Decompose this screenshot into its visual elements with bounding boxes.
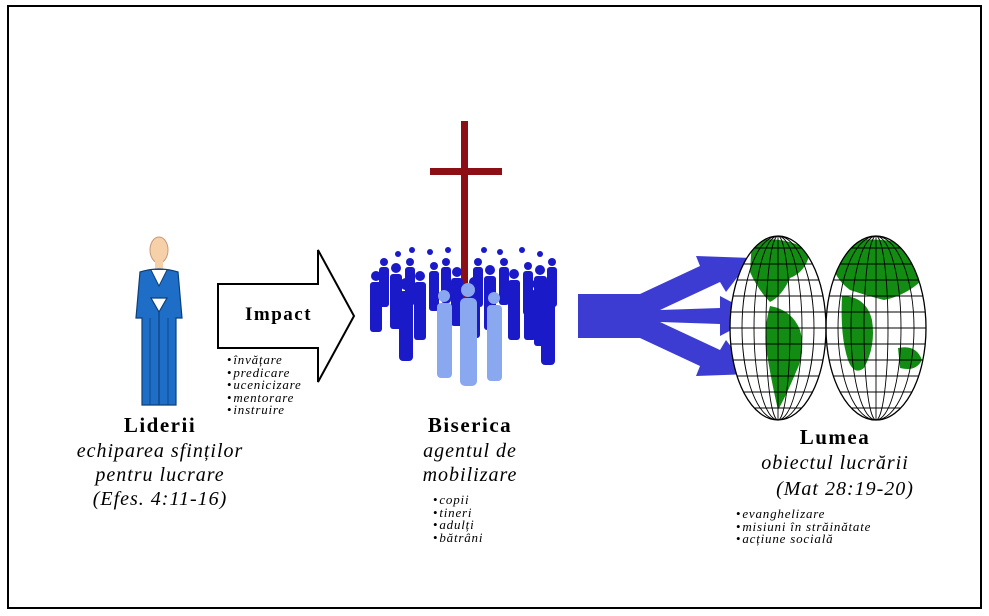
church-bullet-list: copii tineri adulți bătrâni <box>433 493 483 545</box>
leaders-bullet: învățare <box>227 353 302 367</box>
church-bullet: tineri <box>433 506 483 520</box>
church-subtitle-line1: agentul de <box>423 440 517 462</box>
impact-label: Impact <box>245 304 313 325</box>
world-bullet: evanghelizare <box>736 507 871 521</box>
leaders-bullet: predicare <box>227 366 302 380</box>
leaders-subtitle-line2: pentru lucrare <box>95 464 225 486</box>
church-bullet: adulți <box>433 518 483 532</box>
world-bullet: misiuni în străinătate <box>736 520 871 534</box>
church-subtitle-line2: mobilizare <box>422 464 518 486</box>
leaders-subtitle-line1: echiparea sfinților <box>76 440 244 462</box>
church-bullet: copii <box>433 493 483 507</box>
church-title: Biserica <box>427 413 513 437</box>
leaders-bullet: instruire <box>227 403 302 417</box>
world-bullet: acțiune socială <box>736 532 871 546</box>
leaders-bullet: ucenicizare <box>227 378 302 392</box>
leader-figure-icon <box>135 236 183 406</box>
leaders-reference: (Efes. 4:11-16) <box>92 488 228 510</box>
church-bullet: bătrâni <box>433 531 483 545</box>
world-reference: (Mat 28:19-20) <box>776 478 914 500</box>
leaders-title: Liderii <box>123 413 197 437</box>
impact-arrow-icon <box>217 249 356 383</box>
crowd-icon <box>370 247 557 365</box>
world-subtitle: obiectul lucrării <box>761 452 909 474</box>
cross-icon <box>430 121 502 311</box>
mission-arrows-icon <box>578 256 758 376</box>
crowd-front-icon <box>437 283 502 386</box>
world-map-icon <box>729 235 927 421</box>
leaders-bullet-list: învățare predicare ucenicizare mentorare… <box>227 353 302 417</box>
world-title: Lumea <box>799 425 871 449</box>
leaders-bullet: mentorare <box>227 391 302 405</box>
world-bullet-list: evanghelizare misiuni în străinătate acț… <box>736 507 871 546</box>
